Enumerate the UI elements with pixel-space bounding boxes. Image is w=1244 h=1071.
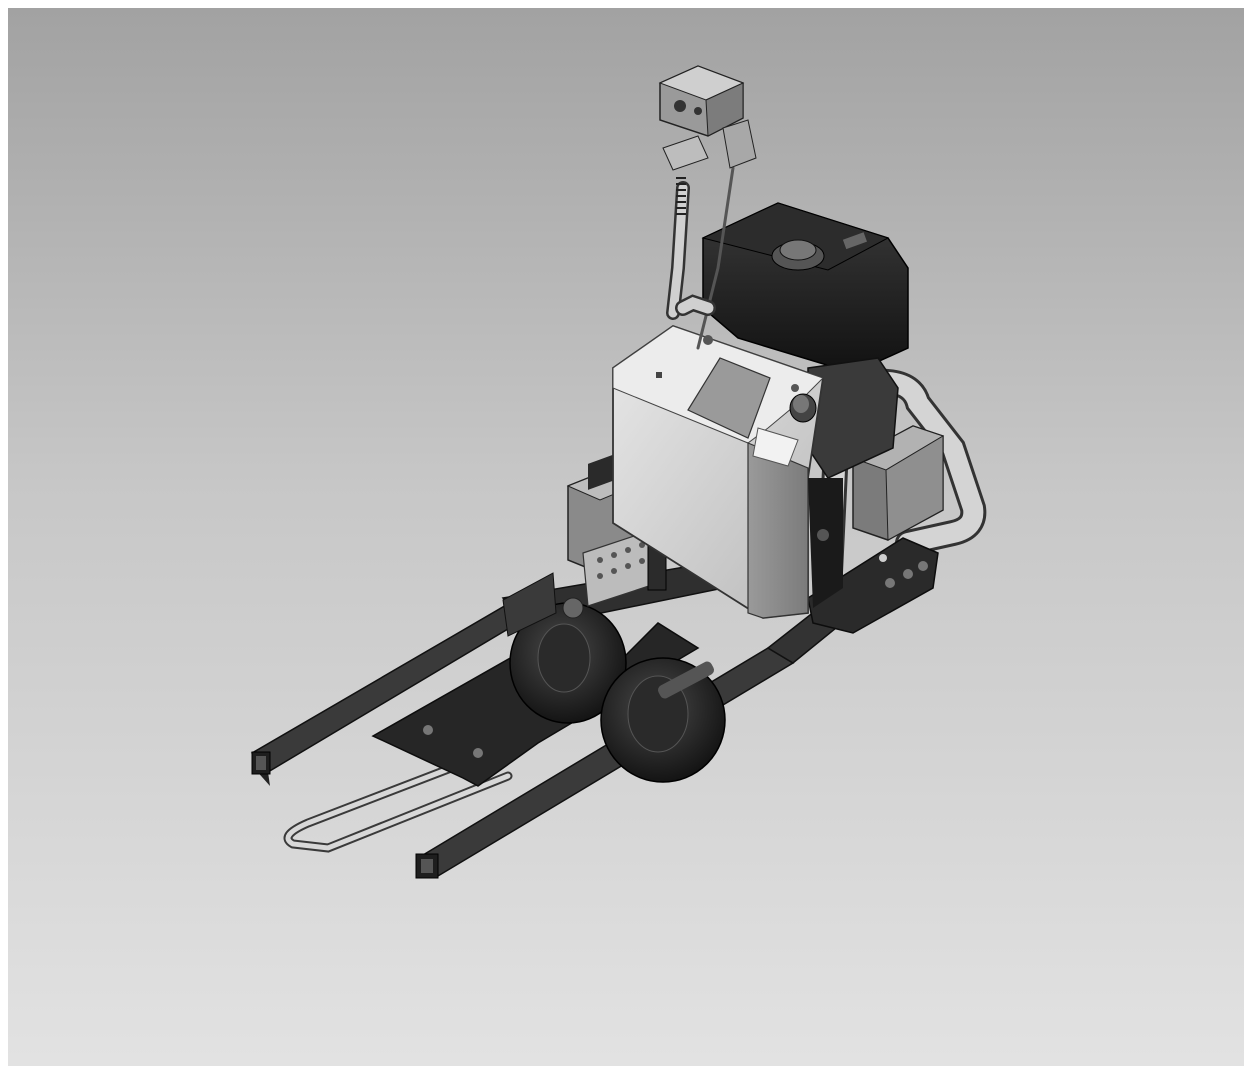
cad-viewport[interactable] <box>8 8 1244 1066</box>
main-housing <box>612 324 843 619</box>
rail-bracket <box>502 572 557 637</box>
rear-plate <box>807 537 939 634</box>
wheel-left <box>509 602 627 724</box>
mast-spring <box>676 177 686 215</box>
display-panel <box>687 357 771 439</box>
machine-model <box>250 65 987 879</box>
control-knob-icon <box>789 393 817 423</box>
wheel-right <box>600 657 726 783</box>
top-control-box <box>658 65 757 171</box>
fuel-tank <box>701 202 909 374</box>
